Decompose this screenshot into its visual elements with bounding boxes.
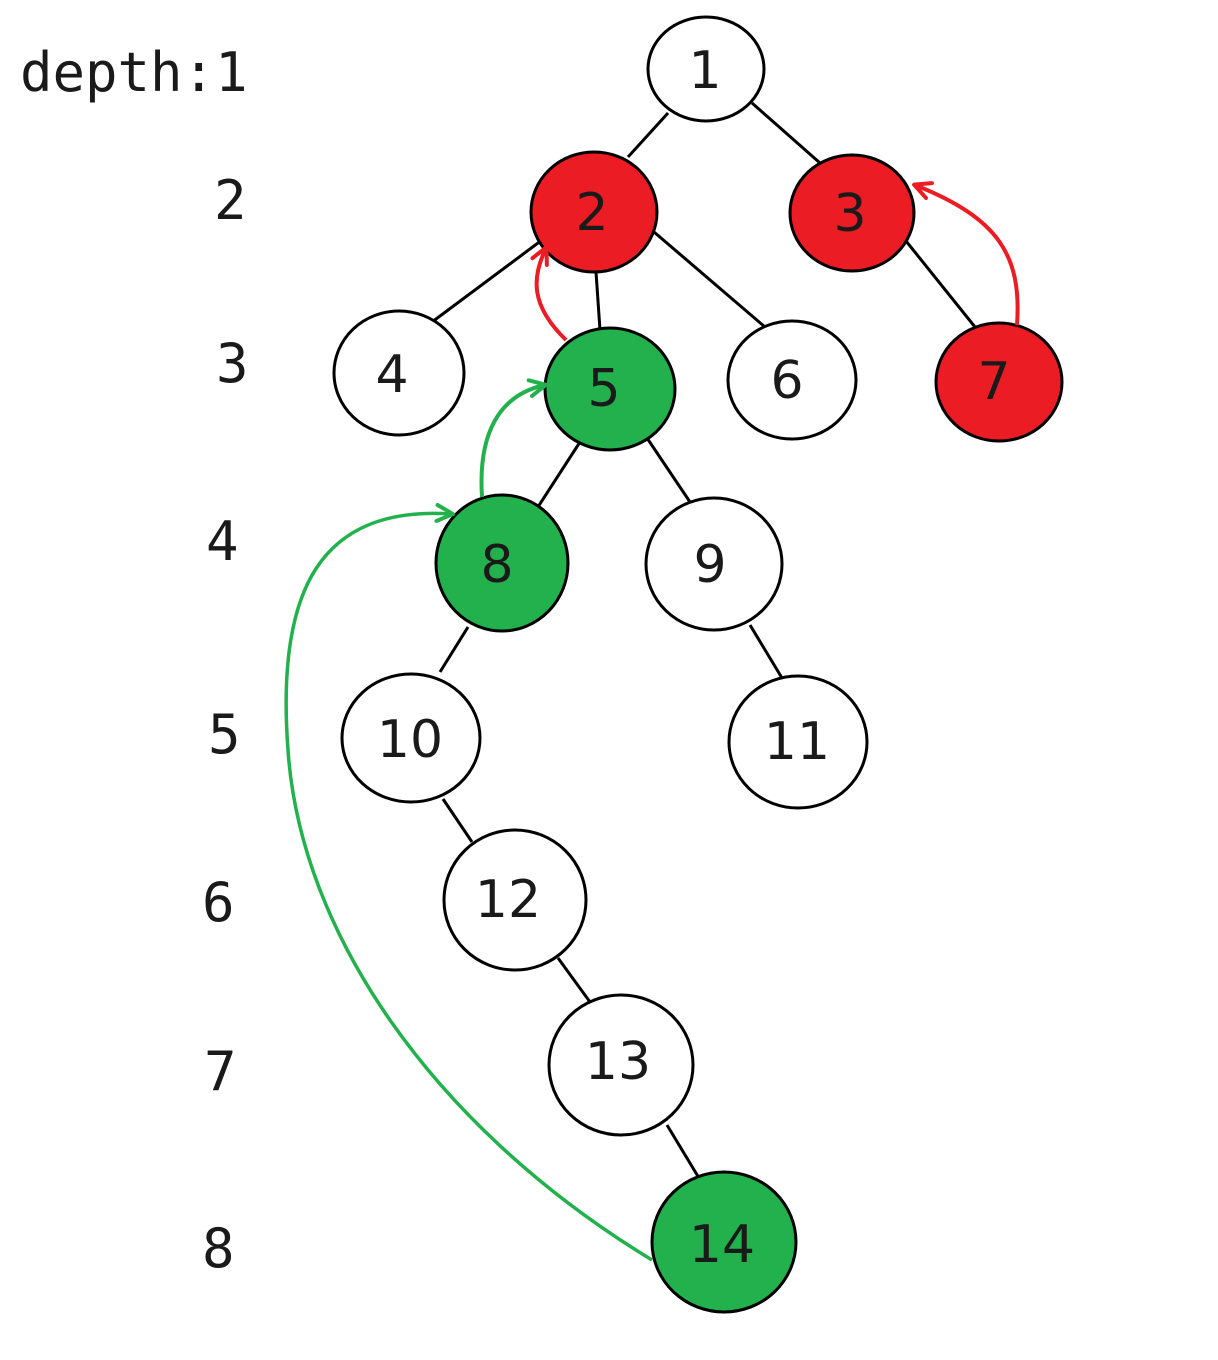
edge-2-5 [594,271,602,331]
tree-node-6: 6 [726,319,858,441]
node-label-9: 9 [693,535,726,595]
depth-label-7: 7 [204,1040,237,1103]
node-circle-8 [434,493,570,633]
node-label-6: 6 [770,351,803,411]
tree-node-12: 12 [442,828,588,972]
node-circle-7 [934,321,1064,443]
node-label-7: 7 [977,352,1010,412]
node-circle-10 [340,672,482,804]
node-circle-13 [547,993,695,1137]
node-circle-3 [788,153,916,273]
edge-2-6 [653,230,766,329]
tree-node-10: 10 [340,672,482,804]
edge-1-2 [626,111,670,159]
edge-2-4 [431,238,543,324]
jump-arrow-14-to-8 [284,503,653,1262]
depth-label-8: 8 [202,1217,235,1280]
edge-10-12 [441,798,474,843]
node-label-13: 13 [585,1032,651,1092]
depth-label-5: 5 [208,703,241,766]
node-circle-9 [644,496,784,632]
node-circle-14 [650,1170,798,1314]
node-circle-2 [529,150,659,274]
tree-node-7: 7 [934,321,1064,443]
jump-arrow-8-to-5 [479,378,548,498]
tree-node-13: 13 [547,993,695,1137]
edge-5-9 [645,437,692,503]
depth-label-6: 6 [202,871,235,934]
depth-label-3: 3 [216,332,249,395]
tree-node-3: 3 [788,153,916,273]
edge-3-7 [904,240,977,328]
node-label-2: 2 [575,183,608,243]
node-label-14: 14 [689,1215,755,1275]
node-label-10: 10 [377,710,443,770]
node-label-12: 12 [475,870,541,930]
tree-node-14: 14 [650,1170,798,1314]
node-label-4: 4 [375,345,408,405]
tree-node-1: 1 [646,15,766,123]
tree-node-4: 4 [332,309,466,437]
node-circle-12 [442,828,588,972]
tree-node-9: 9 [644,496,784,632]
nodes-layer: 1 2 3 4 5 6 7 8 [332,15,1064,1314]
node-label-1: 1 [688,41,721,101]
tree-node-5: 5 [543,326,677,452]
node-circle-1 [646,15,766,123]
node-circle-6 [726,319,858,441]
node-circle-4 [332,309,466,437]
edge-9-11 [748,624,784,679]
jump-arrow-7-to-3 [912,181,1020,326]
node-label-8: 8 [480,535,513,595]
jump-arrow-5-to-2 [530,245,568,342]
tree-node-8: 8 [434,493,570,633]
jump-arrows-layer [284,181,1020,1262]
edge-8-10 [438,626,470,673]
depth-label-4: 4 [206,510,239,573]
node-label-5: 5 [587,359,620,419]
tree-node-2: 2 [529,150,659,274]
node-label-11: 11 [764,712,830,772]
tree-node-11: 11 [727,674,869,810]
node-circle-11 [727,674,869,810]
depth-label-2: 2 [214,169,247,232]
node-label-3: 3 [833,184,866,244]
depth-label-1: depth:1 [20,41,248,104]
edge-12-13 [556,957,592,1003]
edge-1-3 [751,101,821,165]
edge-5-8 [534,441,582,511]
edges-layer [431,101,977,1189]
